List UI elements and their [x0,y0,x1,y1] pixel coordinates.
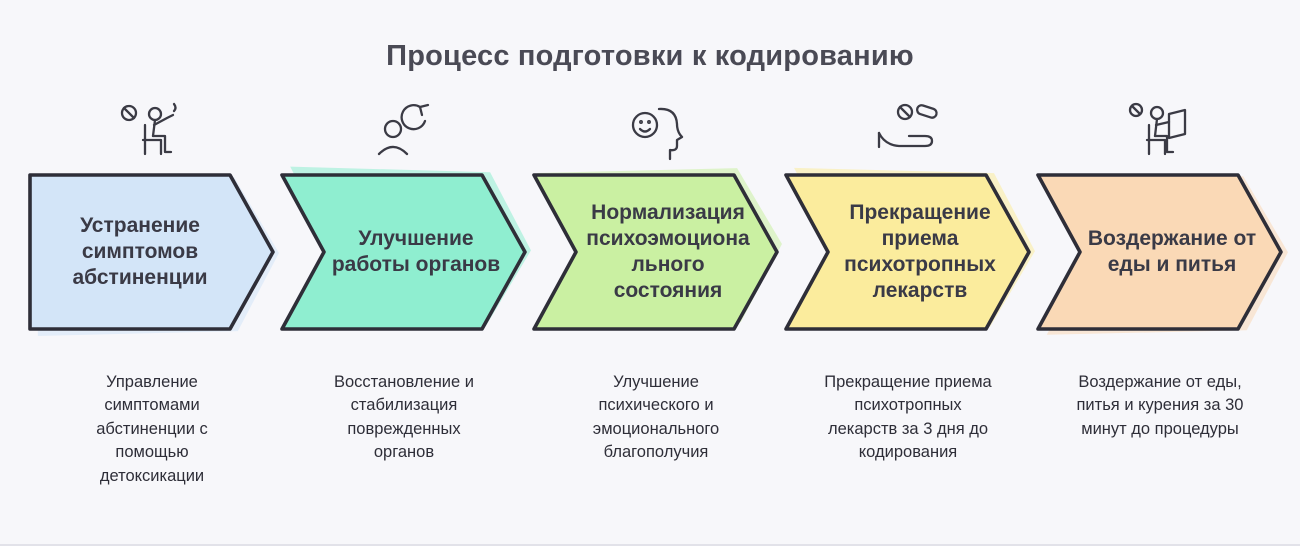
hand-with-pills-icon [782,85,1034,169]
step-4: Прекращение приема психотропных лекарств… [782,85,1035,488]
organ-recovery-icon [278,85,530,169]
step-chevron: Прекращение приема психотропных лекарств [782,167,1035,335]
step-description: Прекращение приема психотропных лекарств… [824,373,992,462]
step-3: Нормализация психоэмоционального состоян… [530,85,782,488]
step-5: Воздержание от еды и питья Воздержание о… [1034,85,1288,488]
step-label: Нормализация психоэмоционального состоян… [586,200,750,303]
step-2: Улучшение работы органов Восстановление … [278,85,531,488]
step-chevron: Воздержание от еды и питья [1034,169,1288,335]
step-label: Прекращение приема психотропных лекарств [844,200,996,303]
steps-row: Устранение симптомов абстиненции Управле… [0,85,1300,488]
step-chevron: Улучшение работы органов [278,166,531,335]
step-description: Восстановление и стабилизация поврежденн… [333,373,475,462]
step-description: Управление симптомами абстиненции с помо… [96,373,208,485]
step-label: Устранение симптомов абстиненции [72,213,208,290]
step-description: Воздержание от еды, питья и курения за 3… [1076,373,1244,438]
step-chevron: Нормализация психоэмоционального состоян… [530,168,782,335]
step-1: Устранение симптомов абстиненции Управле… [26,85,279,488]
diagram-title: Процесс подготовки к кодированию [386,40,914,72]
step-label: Воздержание от еды и питья [1087,226,1257,276]
mental-state-icon [530,85,782,169]
step-chevron: Устранение симптомов абстиненции [26,169,279,336]
step-description: Улучшение психического и эмоционального … [592,373,720,462]
fasting-person-icon [1034,85,1286,169]
withdrawal-patient-icon [26,85,278,169]
step-label: Улучшение работы органов [331,226,501,276]
